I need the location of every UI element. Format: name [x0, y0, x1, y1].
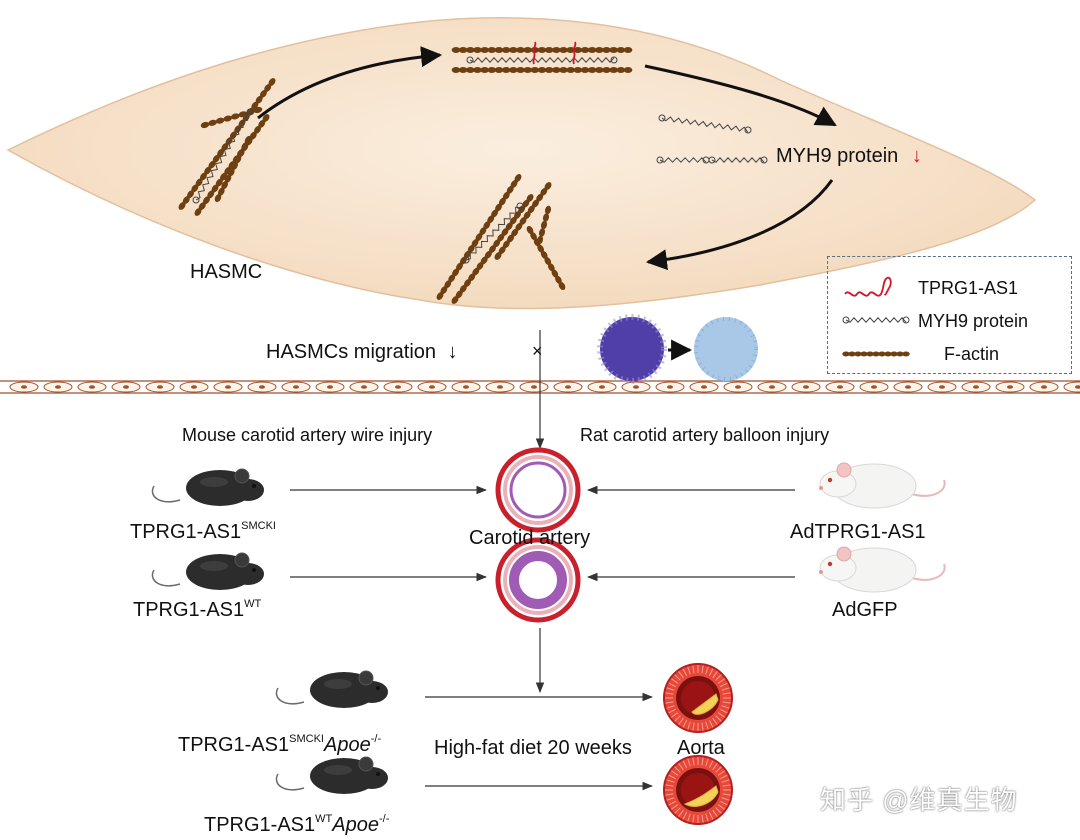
label-ad-tprg1: AdTPRG1-AS1 [790, 521, 926, 543]
migration-decrease-arrow: ↓ [447, 341, 458, 363]
carotid-artery-smcki [495, 447, 581, 533]
label-tprg1-wt: TPRG1-AS1WT [133, 598, 262, 621]
label-wt-apoe-gene-sup: -/- [378, 813, 390, 825]
label-wt-apoe-gene: Apoe [332, 814, 379, 836]
watermark-text: 知乎 @维真生物 [820, 785, 1018, 815]
transwell-before-texture [597, 314, 667, 384]
diet-label: High-fat diet 20 weeks [434, 737, 632, 759]
actin-filament-c [200, 106, 263, 129]
actin-filament-d [214, 135, 252, 203]
actin-filament-f [451, 194, 534, 304]
cycle-arrow-top-left [257, 46, 443, 120]
rat-adgfp-icon [819, 546, 946, 593]
label-tprg1-smcki-base: TPRG1-AS1 [130, 521, 242, 543]
myh9-protein-text: MYH9 protein [776, 145, 899, 167]
cycle-arrow-bottom-right [645, 179, 834, 271]
cycle-arrow-top-right [644, 64, 837, 127]
transwell-before-image [600, 317, 664, 381]
hasmc-label: HASMC [190, 261, 263, 283]
lncrna-strand-2 [572, 41, 577, 65]
actin-filament-g [494, 182, 552, 260]
transwell-after-texture [694, 317, 758, 381]
mouse-wt-apoe-icon [275, 756, 388, 794]
label-adgfp: AdGFP [832, 599, 898, 621]
transwell-after-image [694, 317, 758, 381]
label-tprg1-smcki: TPRG1-AS1SMCKI [130, 520, 276, 543]
aorta-smcki-apoe [663, 663, 733, 733]
migration-label: HASMCs migration ↓ [266, 342, 458, 362]
rat-ad-tprg1-icon [819, 462, 946, 509]
legend-label-tprg1: TPRG1-AS1 [918, 278, 1019, 298]
myosin-filament-icon [842, 316, 910, 324]
actin-filament-h [526, 225, 566, 291]
mouse-wt-icon [151, 552, 264, 590]
label-tprg1-smcki-apoe: TPRG1-AS1SMCKIApoe-/- [178, 733, 382, 756]
migration-text: HASMCs migration [266, 341, 437, 363]
myosin-filaments [192, 56, 768, 264]
myosin-fragment-2 [708, 156, 768, 164]
actin-chain-icon [842, 351, 910, 357]
actin-filament-e [436, 174, 522, 300]
actin-bundle-top [451, 47, 633, 53]
legend-label-factin: F-actin [944, 344, 1000, 364]
actin-filament-i [536, 205, 552, 245]
myosin-bundle [466, 56, 618, 64]
legend-actin-strand [842, 351, 910, 357]
myh9-decrease-arrow: ↓ [911, 145, 922, 167]
myosin-left-1 [192, 108, 254, 204]
mouse-smcki-apoe-icon [275, 670, 388, 708]
myosin-free-1 [658, 114, 752, 134]
legend-label-myh9: MYH9 protein [918, 311, 1029, 331]
label-tprg1-wt-sup: WT [244, 598, 262, 610]
label-smcki-apoe-sup: SMCKI [289, 733, 324, 745]
actin-bundle-bottom [451, 67, 633, 73]
carotid-artery-wt [495, 537, 581, 623]
aorta-wt-apoe [663, 755, 733, 825]
legend-myosin-strand [842, 316, 910, 324]
label-wt-apoe-sup: WT [315, 813, 333, 825]
aorta-label: Aorta [677, 737, 725, 759]
label-smcki-apoe-base: TPRG1-AS1 [178, 734, 290, 756]
f-actin-filaments [178, 47, 633, 304]
label-tprg1-wt-base: TPRG1-AS1 [133, 599, 245, 621]
actin-filament-a [178, 78, 276, 210]
carotid-artery-label: Carotid artery [469, 527, 591, 549]
label-smcki-apoe-gene-sup: -/- [370, 733, 382, 745]
lncrna-squiggle-icon [844, 276, 892, 297]
rat-injury-label: Rat carotid artery balloon injury [580, 425, 830, 445]
block-mark: × [532, 341, 543, 361]
legend-box [827, 256, 1072, 374]
vessel-cell-layer [0, 380, 1080, 394]
label-tprg1-wt-apoe: TPRG1-AS1WTApoe-/- [204, 813, 390, 836]
lncrna-strand-1 [532, 41, 537, 65]
label-tprg1-smcki-sup: SMCKI [241, 520, 276, 532]
label-smcki-apoe-gene: Apoe [324, 734, 371, 756]
mouse-injury-label: Mouse carotid artery wire injury [182, 425, 433, 445]
myh9-protein-label: MYH9 protein ↓ [776, 146, 922, 166]
mouse-smcki-icon [151, 468, 264, 506]
myosin-bottom-1 [462, 202, 524, 264]
label-wt-apoe-base: TPRG1-AS1 [204, 814, 316, 836]
